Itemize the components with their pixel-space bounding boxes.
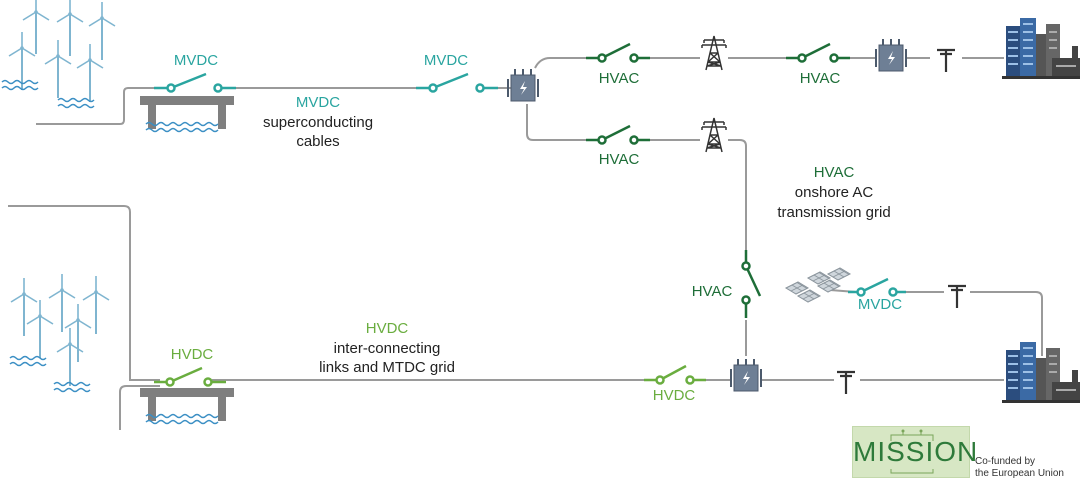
- switch-mvdc-right: [416, 72, 498, 93]
- mission-logo: MISSION: [852, 426, 979, 478]
- hvac-grid-line1: onshore AC: [794, 184, 874, 201]
- wind-turbine-icon: [64, 303, 92, 363]
- transformer-icon: [730, 358, 762, 392]
- transformer-icon: [875, 38, 907, 72]
- logo-text: MISSION: [853, 436, 979, 467]
- wind-turbine-icon: [22, 0, 50, 55]
- water-icon: [145, 127, 183, 133]
- wind-turbine-icon: [26, 299, 54, 359]
- water-icon: [53, 381, 91, 387]
- water-icon: [181, 121, 219, 127]
- water-icon: [145, 419, 183, 425]
- switch-hvac-top-1: [586, 42, 650, 63]
- offshore-platform-bottom: [140, 388, 234, 425]
- wind-farm-bottom: [9, 273, 110, 393]
- mvdc-center-line1: superconducting: [262, 114, 374, 131]
- hvdc-center-line1: inter-connecting: [333, 340, 441, 357]
- wind-turbine-icon: [44, 39, 72, 99]
- hvac-grid-line2: transmission grid: [777, 204, 891, 221]
- hvdc-left-label: HVDC: [170, 346, 214, 363]
- utility-pole-icon: [835, 370, 857, 396]
- transmission-tower-icon: [701, 117, 727, 153]
- city-icon: [1001, 17, 1080, 80]
- water-icon: [181, 127, 219, 133]
- mvdc-solar-label: MVDC: [857, 296, 903, 313]
- circuit-icon: [890, 429, 934, 474]
- cofunded-text: Co-funded by the European Union: [975, 456, 1064, 480]
- solar-panel-icon: [827, 267, 851, 281]
- wind-turbine-icon: [10, 277, 38, 337]
- switch-mvdc-left: [154, 72, 236, 93]
- hvac-top-1-label: HVAC: [598, 70, 640, 87]
- switch-hvac-mid: [586, 124, 650, 145]
- switch-hvdc-left: [154, 366, 226, 387]
- cofunded-line2: the European Union: [975, 468, 1064, 479]
- wind-turbine-icon: [76, 43, 104, 103]
- wind-turbine-icon: [56, 327, 84, 387]
- transformer-icon: [507, 68, 539, 102]
- utility-pole-icon: [946, 284, 968, 310]
- utility-pole-icon: [935, 48, 957, 74]
- solar-farm: [785, 267, 851, 303]
- transmission-tower-icon: [701, 35, 727, 71]
- water-icon: [1, 79, 39, 85]
- hvdc-right-label: HVDC: [652, 387, 696, 404]
- water-icon: [57, 97, 95, 103]
- switch-mvdc-solar: [848, 277, 906, 297]
- hvac-mid-label: HVAC: [598, 151, 640, 168]
- switch-hvac-top-2: [786, 42, 850, 63]
- switch-hvdc-right: [644, 364, 706, 385]
- water-icon: [1, 85, 39, 91]
- switch-hvac-vertical: [741, 250, 762, 318]
- water-icon: [57, 103, 95, 109]
- mvdc-left-label: MVDC: [173, 52, 219, 69]
- hvac-top-2-label: HVAC: [799, 70, 841, 87]
- mvdc-center-title: MVDC: [295, 94, 341, 111]
- power-lines: [8, 57, 1043, 430]
- water-icon: [181, 419, 219, 425]
- wind-turbine-icon: [88, 1, 116, 61]
- hvdc-center-line2: links and MTDC grid: [319, 359, 455, 376]
- hvac-grid-title: HVAC: [813, 164, 855, 181]
- wind-farm-top: [1, 0, 116, 109]
- hvac-vertical-label: HVAC: [691, 283, 733, 300]
- water-icon: [53, 387, 91, 393]
- mvdc-right-label: MVDC: [423, 52, 469, 69]
- mvdc-center-line2: cables: [296, 133, 340, 150]
- offshore-platform-top: [140, 96, 234, 133]
- water-icon: [181, 413, 219, 419]
- hvdc-center-title: HVDC: [365, 320, 409, 337]
- water-icon: [9, 361, 47, 367]
- wind-turbine-icon: [56, 0, 84, 57]
- cofunded-line1: Co-funded by: [975, 456, 1036, 467]
